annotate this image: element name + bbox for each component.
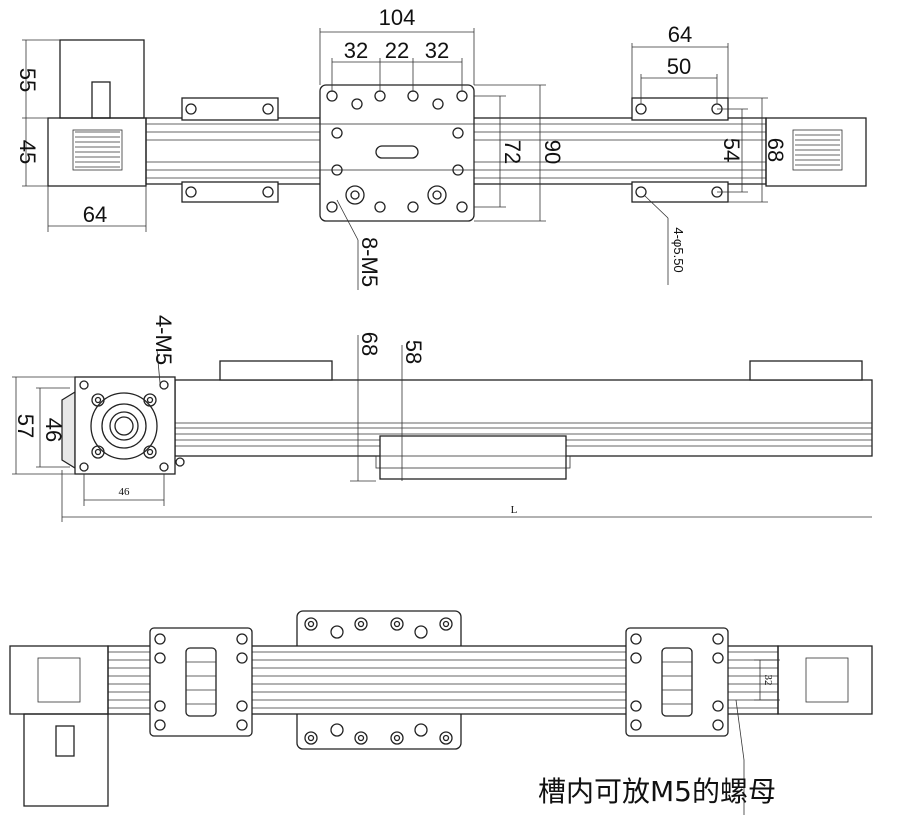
flange-screws <box>79 380 185 472</box>
dim-64-motor: 64 <box>83 202 107 227</box>
top-dimension-lines <box>22 28 768 290</box>
dim-57: 57 <box>13 414 38 438</box>
foot-bottom-right <box>625 627 729 737</box>
dim-68-side: 68 <box>357 332 382 356</box>
foot-side-left <box>219 360 333 381</box>
callout-4-m5: 4-M5 <box>151 315 176 365</box>
carriage-side <box>379 435 567 480</box>
dim-length-l: L <box>511 504 518 516</box>
slot-note: 槽内可放M5的螺母 <box>538 775 776 808</box>
motor-fins-right <box>792 129 843 171</box>
callout-4-holes: 4-φ5.50 <box>671 227 686 272</box>
dim-54: 54 <box>719 138 744 162</box>
motor-end-cap-right <box>765 117 867 187</box>
carriage-bottom-holes-top <box>304 617 453 639</box>
motor-fins-left <box>72 129 123 171</box>
dim-50-foot: 50 <box>667 54 691 79</box>
dim-32-left: 32 <box>344 38 368 63</box>
dim-32-right: 32 <box>425 38 449 63</box>
dim-68: 68 <box>763 138 788 162</box>
top-view: 104 32 22 32 64 50 55 45 64 72 90 54 68 … <box>15 5 867 290</box>
dim-46-horizontal: 46 <box>119 486 131 498</box>
motor-bottom-cap-left <box>9 645 109 715</box>
side-dimension-lines <box>12 335 872 522</box>
dim-55: 55 <box>15 68 40 92</box>
dim-104: 104 <box>379 5 416 30</box>
dim-22: 22 <box>385 38 409 63</box>
dim-58-side: 58 <box>401 340 426 364</box>
motor-shaft <box>91 81 111 119</box>
dim-45: 45 <box>15 140 40 164</box>
dim-64-foot: 64 <box>668 22 692 47</box>
callout-8-m5: 8-M5 <box>357 237 382 287</box>
motor-bottom-cap-right <box>777 645 873 715</box>
foot-top-left-upper <box>181 97 279 121</box>
carriage-bottom-holes-bottom <box>304 723 453 745</box>
foot-bottom-left <box>149 627 253 737</box>
side-view: 57 46 46 68 58 L 4-M5 <box>12 315 873 522</box>
dim-46-vertical: 46 <box>41 418 66 442</box>
motor-bottom-body <box>23 713 109 807</box>
dim-72: 72 <box>500 140 525 164</box>
motor-top-body <box>59 39 145 119</box>
bottom-view: 32 槽内可放M5的螺母 <box>9 610 873 815</box>
dim-90: 90 <box>540 140 565 164</box>
foot-top-left-lower <box>181 181 279 203</box>
carriage-plate <box>319 84 475 222</box>
foot-side-right <box>749 360 863 381</box>
dim-32-slot: 32 <box>762 675 774 686</box>
